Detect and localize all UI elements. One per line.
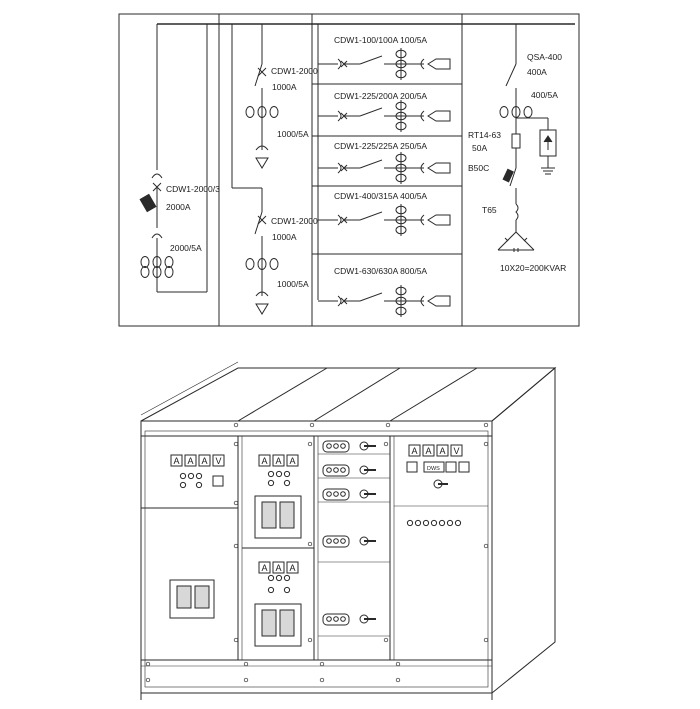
p4meters-label-2: A [425,446,431,456]
lower-bus-tie-rating: 1000A [272,232,297,242]
feeder-label-2: CDW1-225/200A 200/5A [334,91,427,101]
feeder-drawer-5 [322,613,376,626]
p4meters-box-3 [436,444,449,457]
capacitor-switch-label: QSA-400 [527,52,562,62]
upper-bus-tie-column [231,24,279,189]
feeder-circuit-4 [318,204,451,236]
p1meters-label-2: A [187,456,193,466]
p2lmeters-label-3: A [289,563,295,573]
feeder-circuit-1 [318,48,451,80]
p1meters-box-3 [198,454,211,467]
p4meters-label-3: A [439,446,445,456]
p2meters-label-1: A [261,456,267,466]
feeder-drawer-1 [322,440,376,453]
p2lmeters-label-2: A [275,563,281,573]
p4meters-label-1: A [411,446,417,456]
feeder-drawer-2 [322,464,376,477]
p2meters-box-2 [272,454,285,467]
upper-bus-tie-rating: 1000A [272,82,297,92]
p2meters-label-3: A [289,456,295,466]
feeder-circuit-5 [318,285,451,317]
p1meters-box-1 [170,454,183,467]
relay-label: T65 [482,205,497,215]
p1meters-label-4: V [215,456,221,466]
p1meters-label-3: A [201,456,207,466]
schematic-frame [118,13,580,327]
p2lmeters-box-2 [272,561,285,574]
cabinet-top [140,367,557,422]
cabinet-side [491,366,556,695]
feeder-label-1: CDW1-100/100A 100/5A [334,35,427,45]
capacitor-bank-label: 10X20=200KVAR [500,263,566,273]
p2meters-box-3 [286,454,299,467]
p1meters-label-1: A [173,456,179,466]
feeder-circuit-3 [318,152,451,184]
incoming-breaker-rating: 2000A [166,202,191,212]
feeder-drawer-4 [322,535,376,548]
p4meters-box-1 [408,444,421,457]
p4meters-label-4: V [453,446,459,456]
fuse-rating: 50A [472,143,487,153]
panel-3-feeder-drawers [322,440,376,626]
p1meters-box-4 [212,454,225,467]
p2meters-label-2: A [275,456,281,466]
capacitor-switch-rating: 400A [527,67,547,77]
p2lmeters-box-3 [286,561,299,574]
p4meters-box-2 [422,444,435,457]
p2lmeters-box-1 [258,561,271,574]
p2lmeters-label-1: A [261,563,267,573]
dws-label: DWS [427,466,440,472]
incoming-ct-label: 2000/5A [170,243,202,253]
incoming-breaker-label: CDW1-2000/3 [166,184,220,194]
single-line-diagram [118,13,580,327]
schematic-labels: CDW1-2000/3 2000A 2000/5A CDW1-2000 1000… [166,35,566,289]
incoming-breaker-column [139,24,208,293]
capacitor-compensation-column [497,24,557,252]
cabinet-front [140,420,493,694]
lower-bus-tie-column [245,188,279,315]
lower-bus-tie-label: CDW1-2000 [271,216,318,226]
feeder-circuit-2 [318,100,451,132]
p1meters-box-2 [184,454,197,467]
fuse-label: RT14-63 [468,130,501,140]
lower-bus-tie-ct: 1000/5A [277,279,309,289]
feeder-label-5: CDW1-630/630A 800/5A [334,266,427,276]
capacitor-ct-label: 400/5A [531,90,558,100]
feeder-label-3: CDW1-225/225A 250/5A [334,141,427,151]
feeder-label-4: CDW1-400/315A 400/5A [334,191,427,201]
p4meters-box-4 [450,444,463,457]
contactor-label: B50C [468,163,489,173]
upper-bus-tie-ct: 1000/5A [277,129,309,139]
feeder-circuits [318,48,451,317]
feeder-drawer-3 [322,488,376,501]
upper-bus-tie-label: CDW1-2000 [271,66,318,76]
p2meters-box-1 [258,454,271,467]
